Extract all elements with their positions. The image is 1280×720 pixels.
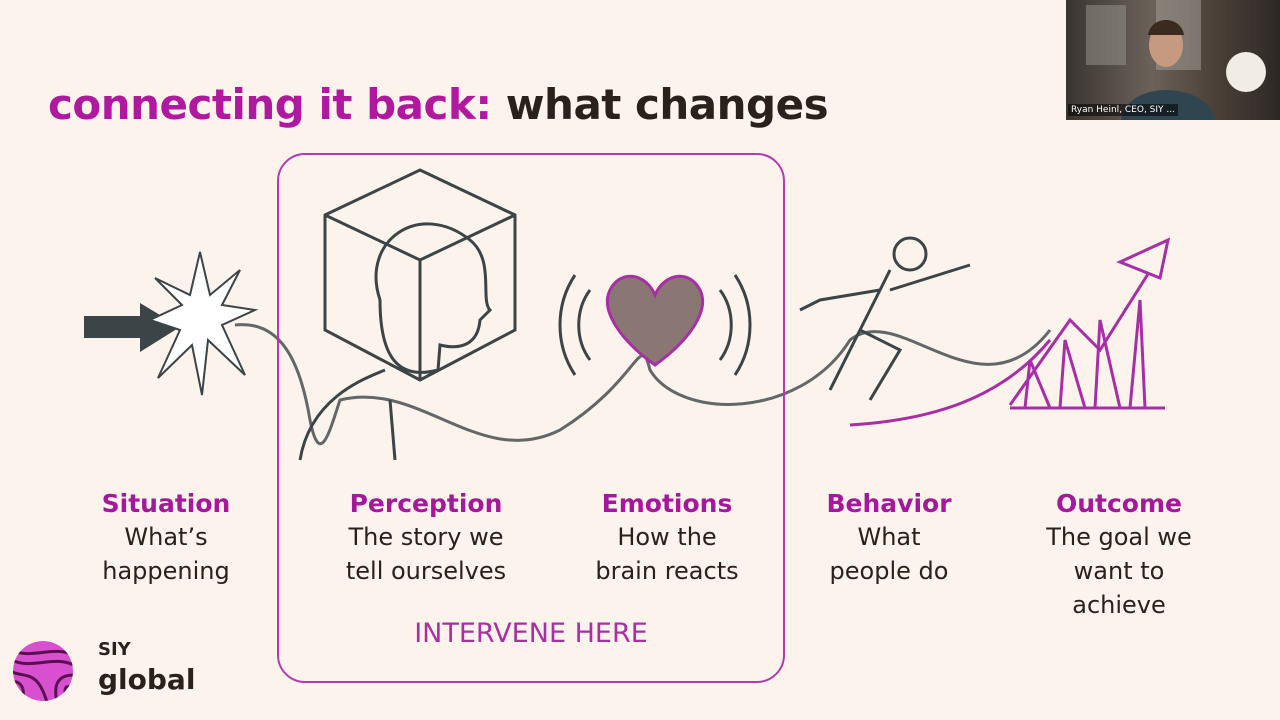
intervention-box [277, 153, 785, 683]
step-line: want to [1073, 557, 1165, 585]
slide-title: connecting it back: what changes [48, 80, 829, 129]
burst-icon [147, 251, 259, 396]
step-heading: Situation [101, 489, 231, 518]
participant-name: Ryan Heinl, CEO, SIY ... [1068, 104, 1178, 116]
step-line: The story we [348, 523, 504, 551]
logo-mark-icon [13, 641, 73, 701]
step-heading: Outcome [1055, 489, 1182, 518]
growth-chart-icon [1008, 237, 1171, 410]
step-line: achieve [1072, 591, 1166, 619]
heart-icon [558, 274, 752, 376]
head-cube-icon [298, 168, 517, 461]
running-person-icon [799, 236, 1052, 427]
arrow-icon [84, 303, 180, 352]
step-line: tell ourselves [345, 557, 507, 585]
title-rest: what changes [505, 80, 829, 129]
step-line: What’s [124, 523, 208, 551]
step-line: What [857, 523, 921, 551]
step-line: brain reacts [595, 557, 739, 585]
logo-text-top: SIY [98, 639, 131, 660]
step-line: How the [617, 523, 717, 551]
participant-avatar-icon [1086, 0, 1266, 120]
logo-text-bottom: global [98, 663, 196, 696]
participant-video[interactable]: Ryan Heinl, CEO, SIY ... [1066, 0, 1280, 120]
step-heading: Behavior [826, 489, 952, 518]
step-heading: Perception [349, 489, 503, 518]
step-line: The goal we [1046, 523, 1192, 551]
step-line: people do [829, 557, 949, 585]
siy-global-logo: SIY global [12, 639, 196, 704]
step-heading: Emotions [601, 489, 733, 518]
title-accent: connecting it back: [48, 80, 492, 129]
step-line: happening [102, 557, 230, 585]
intervene-label: INTERVENE HERE [414, 618, 648, 649]
